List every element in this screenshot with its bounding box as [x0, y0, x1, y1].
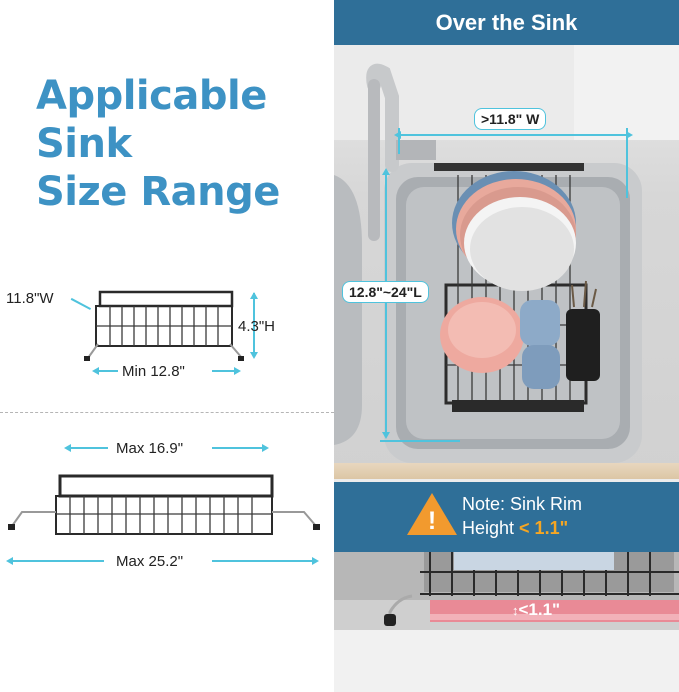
compact-height-arrow: [253, 293, 255, 357]
extended-basket-arrow-right: [212, 447, 262, 449]
compact-height-label: 4.3"H: [238, 318, 276, 335]
compact-rack-illustration: [84, 290, 244, 361]
sink-scene: [334, 45, 679, 463]
warning-exclamation: !: [427, 507, 437, 535]
compact-length-arrow-left: [96, 370, 118, 372]
sink-length-arrow: [385, 172, 387, 434]
note-line-2-prefix: Height: [462, 518, 520, 538]
note-banner: ! Note: Sink Rim Height < 1.1": [334, 482, 679, 552]
sink-width-arrow: [398, 134, 628, 136]
headline-line-1: Applicable: [36, 73, 267, 119]
rim-photo: ↕<1.1": [334, 552, 679, 692]
headline-line-2: Sink: [36, 121, 132, 167]
rim-height-label: ↕<1.1": [512, 600, 560, 620]
extended-total-arrow-left: [12, 560, 104, 562]
compact-width-label: 11.8"W: [6, 290, 54, 307]
headline: Applicable Sink Size Range: [36, 72, 326, 216]
extended-basket-arrow-left: [70, 447, 108, 449]
extended-total-label: Max 25.2": [116, 553, 184, 570]
compact-length-arrow-right: [212, 370, 234, 372]
rim-scene: [334, 552, 679, 692]
rim-height-arrow-icon: ↕: [512, 603, 519, 618]
extended-basket-label: Max 16.9": [116, 440, 184, 457]
rim-height-value: <1.1": [518, 600, 561, 619]
over-sink-header: Over the Sink: [334, 0, 679, 45]
warning-icon: [407, 493, 457, 535]
note-line-2-value: < 1.1": [519, 518, 569, 538]
sink-length-label: 12.8"~24"L: [342, 281, 429, 303]
sink-width-label: >11.8" W: [474, 108, 547, 130]
compact-length-label: Min 12.8": [122, 363, 185, 380]
extended-total-arrow-right: [212, 560, 312, 562]
note-line-1: Note: Sink Rim: [462, 494, 583, 514]
headline-line-3: Size Range: [36, 169, 280, 215]
note-text: Note: Sink Rim Height < 1.1": [462, 492, 582, 540]
countertop-edge: [334, 463, 679, 479]
right-panel: Over the Sink: [334, 0, 679, 692]
over-sink-title: Over the Sink: [435, 9, 578, 35]
extended-rack-illustration: [8, 474, 320, 535]
left-panel: Applicable Sink Size Range 11.8"W 4.3"H …: [0, 0, 334, 692]
section-divider: [0, 412, 334, 413]
